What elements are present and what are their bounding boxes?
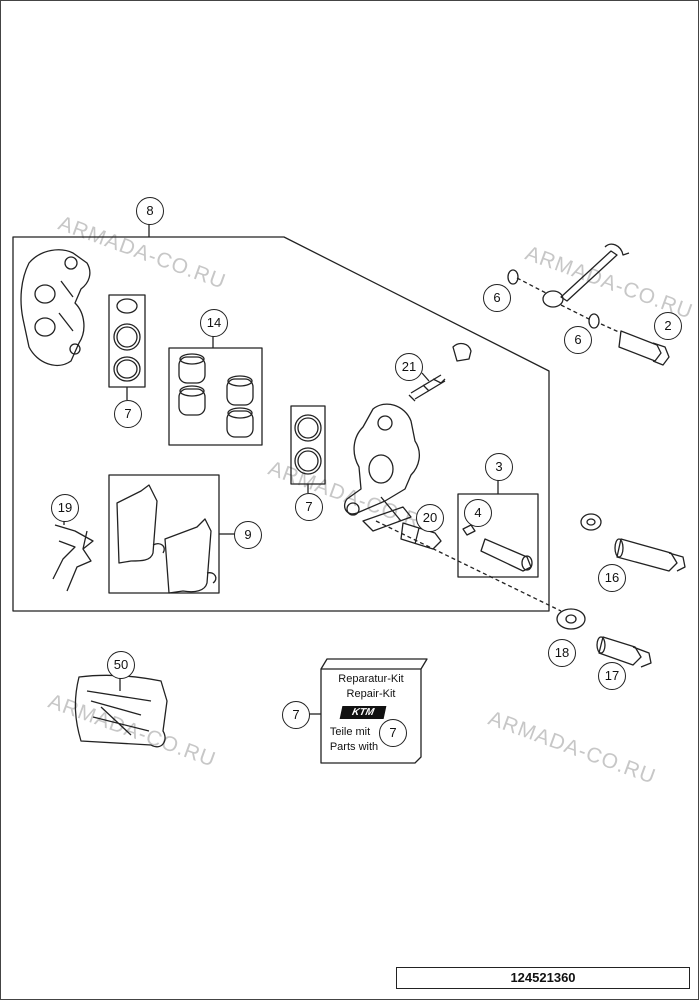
grease-packet xyxy=(74,674,168,748)
callout-18: 18 xyxy=(548,639,576,667)
piston-kit-box xyxy=(168,347,263,446)
callout-17: 17 xyxy=(598,662,626,690)
callout-7-middle: 7 xyxy=(295,493,323,521)
bolt-16 xyxy=(616,538,678,572)
callout-20: 20 xyxy=(416,504,444,532)
repair-kit-label-en: Repair-Kit xyxy=(346,688,396,700)
repair-kit-label-de: Reparatur-Kit xyxy=(338,673,404,685)
callout-19: 19 xyxy=(51,494,79,522)
callout-50: 50 xyxy=(107,651,135,679)
bolt-17 xyxy=(598,636,642,666)
callout-7-kit-inner: 7 xyxy=(379,719,407,747)
callout-8: 8 xyxy=(136,197,164,225)
washer-18 xyxy=(556,608,586,630)
drawing-number: 124521360 xyxy=(396,967,690,989)
callout-7-left: 7 xyxy=(114,400,142,428)
repair-kit-parts-en: Parts with xyxy=(329,741,379,753)
bleed-cap xyxy=(452,342,472,362)
callout-21: 21 xyxy=(395,353,423,381)
caliper-housing-left xyxy=(20,249,91,366)
repair-kit-parts-de: Teile mit xyxy=(329,726,371,738)
callout-16: 16 xyxy=(598,564,626,592)
callout-14: 14 xyxy=(200,309,228,337)
washer-6-lower xyxy=(588,313,600,329)
brake-hose-line xyxy=(560,250,618,302)
banjo-fitting xyxy=(542,290,564,308)
repair-kit-package xyxy=(320,658,428,764)
washer-6-upper xyxy=(507,269,519,285)
callout-4: 4 xyxy=(464,499,492,527)
callout-6-upper: 6 xyxy=(483,284,511,312)
callout-3: 3 xyxy=(485,453,513,481)
callout-6-lower: 6 xyxy=(564,326,592,354)
banjo-bolt xyxy=(618,330,662,362)
spring-clip xyxy=(52,524,94,592)
bleed-screw xyxy=(408,374,446,402)
callout-2: 2 xyxy=(654,312,682,340)
ktm-logo: KTM xyxy=(339,706,387,719)
assembly-frame xyxy=(12,236,550,612)
brake-pad-box xyxy=(108,474,220,594)
washer-16 xyxy=(580,513,602,531)
callout-7-kit: 7 xyxy=(282,701,310,729)
callout-9: 9 xyxy=(234,521,262,549)
caliper-bracket xyxy=(343,403,421,532)
